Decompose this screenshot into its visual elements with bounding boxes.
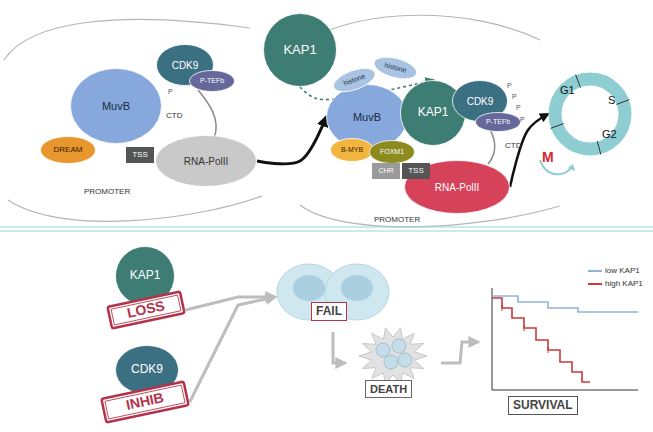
muvb-complex: MuvB bbox=[70, 68, 162, 144]
node-text: FAIL bbox=[311, 302, 347, 321]
phospho-mark: P bbox=[516, 104, 521, 112]
node-text: DEATH bbox=[365, 380, 412, 398]
node-text: MuvB bbox=[353, 111, 381, 123]
connector-arrow bbox=[441, 342, 478, 363]
cell-cycle-ring: G1SG2M bbox=[548, 72, 632, 156]
histone: histone bbox=[371, 53, 419, 84]
kap1-protein: KAP1 bbox=[263, 13, 337, 87]
node-text: SURVIVAL bbox=[508, 396, 578, 415]
node-text: TSS bbox=[132, 151, 148, 160]
chr-box: CHR bbox=[372, 163, 400, 179]
muvb-complex: MuvB bbox=[326, 84, 408, 150]
connector-arrow bbox=[257, 117, 326, 164]
dream-complex: DREAM bbox=[40, 136, 96, 164]
bmyb-protein: B-MYB bbox=[330, 138, 374, 162]
ctd-label: CTD bbox=[166, 112, 182, 121]
node-text: DREAM bbox=[54, 146, 83, 155]
node-text: RNA-PolII bbox=[184, 156, 228, 167]
kap1-protein: KAP1 bbox=[400, 80, 466, 146]
node-text: KAP1 bbox=[130, 269, 161, 282]
node-text: CHR bbox=[378, 167, 393, 175]
cycle-arrowhead bbox=[568, 164, 575, 171]
node-text: KAP1 bbox=[283, 43, 316, 57]
phospho-mark: P bbox=[512, 93, 517, 101]
ptefb-protein: P-TEFb bbox=[475, 112, 521, 132]
node-text: CDK9 bbox=[172, 60, 199, 71]
legend-line bbox=[588, 270, 602, 272]
phospho-mark: P bbox=[520, 116, 525, 124]
node-text: P-TEFb bbox=[200, 77, 224, 85]
connector-arrow bbox=[333, 332, 345, 363]
legend-text: low KAP1 bbox=[605, 266, 640, 275]
node-text: B-MYB bbox=[341, 146, 363, 154]
rna-pol-ii: RNA-PolII bbox=[155, 135, 257, 187]
node-text: P-TEFb bbox=[486, 118, 510, 126]
tss-box: TSS bbox=[402, 163, 430, 179]
node-text: FOXM1 bbox=[380, 148, 404, 156]
promoter-label: PROMOTER bbox=[84, 188, 130, 197]
node-text: TSS bbox=[408, 167, 424, 176]
node-text: G1 bbox=[560, 84, 575, 96]
node-text: G2 bbox=[602, 128, 617, 140]
node-text: M bbox=[542, 150, 554, 165]
node-text: S bbox=[608, 94, 615, 106]
phospho-mark: P bbox=[168, 88, 173, 96]
legend-text: high KAP1 bbox=[605, 279, 643, 288]
ctd-label: CTD bbox=[505, 142, 521, 151]
dividing-cell: FAIL bbox=[275, 262, 391, 332]
dead-cell: DEATH bbox=[345, 322, 441, 404]
node-text: MuvB bbox=[102, 100, 130, 112]
phospho-mark: P bbox=[507, 82, 512, 90]
ptefb-protein: P-TEFb bbox=[189, 70, 235, 92]
legend-entry: low KAP1 bbox=[588, 266, 640, 275]
legend-entry: high KAP1 bbox=[588, 279, 643, 288]
legend-line bbox=[588, 283, 602, 285]
dividing-cell-outline bbox=[275, 262, 391, 332]
node-text: RNA-PolII bbox=[435, 182, 479, 193]
connector-arrow bbox=[190, 297, 275, 402]
tss-box: TSS bbox=[126, 147, 154, 163]
separator bbox=[0, 226, 653, 227]
node-text: KAP1 bbox=[418, 106, 449, 119]
node-text: CDK9 bbox=[131, 363, 163, 376]
ctd-tail bbox=[198, 90, 216, 138]
foxm1-protein: FOXM1 bbox=[369, 140, 415, 164]
separator bbox=[0, 230, 653, 231]
promoter-label: PROMOTER bbox=[374, 216, 420, 225]
node-text: CDK9 bbox=[467, 96, 494, 107]
